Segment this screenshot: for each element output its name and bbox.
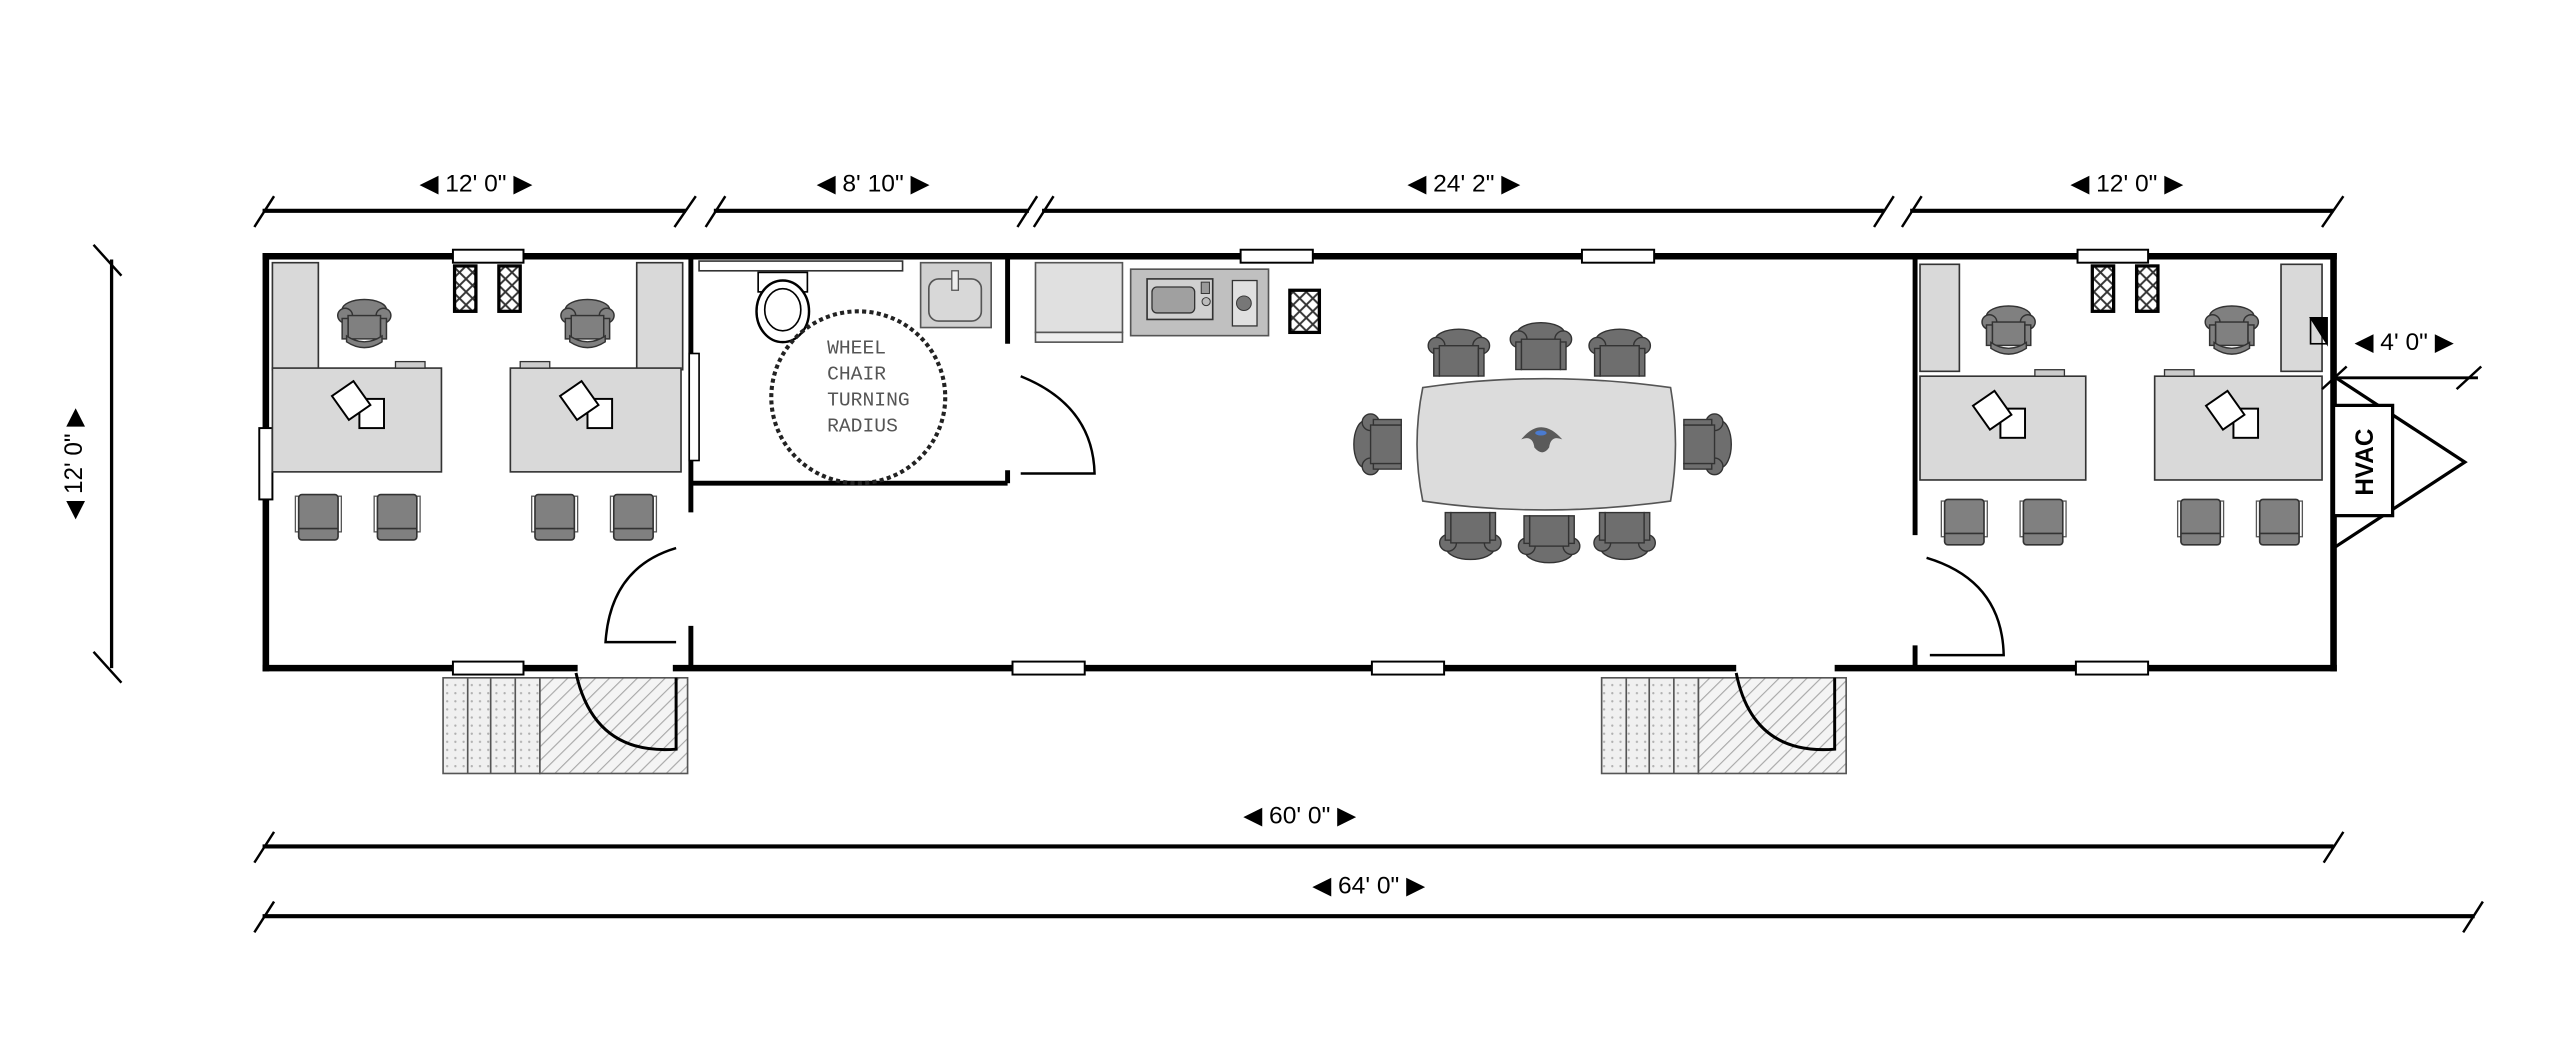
overall-dimension-64: ◀ 64' 0" ▶ — [253, 873, 2484, 934]
dimension-label: ◀ 12' 0" ▶ — [419, 170, 532, 197]
windows — [258, 248, 2150, 676]
left-entry-steps — [442, 672, 689, 775]
entry-door-swing — [1734, 672, 1837, 752]
conference-chair — [1588, 328, 1652, 377]
window — [1370, 660, 1446, 676]
conference-chair — [1517, 515, 1581, 564]
conference-chair — [1683, 413, 1732, 476]
toilet-icon — [755, 271, 811, 344]
doors — [604, 352, 2005, 657]
left-office — [271, 261, 684, 541]
guest-chair — [2019, 498, 2067, 546]
credenza — [635, 261, 684, 371]
file-cabinet-icon — [452, 264, 478, 313]
desk — [271, 367, 443, 473]
guest-chair — [2176, 498, 2225, 546]
dimension-label: ◀ 24' 2" ▶ — [1407, 170, 1520, 197]
coffee-maker-icon — [1231, 279, 1258, 327]
dimension-label: ◀ 12' 0" ▶ — [61, 408, 88, 520]
window — [258, 427, 274, 501]
conference-chair — [1509, 321, 1573, 371]
executive-chair — [2204, 305, 2260, 355]
right-entry-steps — [1600, 672, 1847, 775]
credenza — [271, 261, 320, 371]
refrigerator-icon — [1034, 261, 1124, 343]
grab-bar-wall — [688, 352, 700, 462]
speakerphone-icon — [1521, 427, 1563, 453]
conference-chair — [1427, 328, 1491, 377]
top-dimension-left-office: ◀ 12' 0" ▶ — [253, 170, 697, 228]
annotation-line: RADIUS — [827, 415, 898, 437]
dimension-label: ◀ 8' 10" ▶ — [817, 170, 930, 197]
side-dimension: ◀ 12' 0" ▶ — [61, 244, 123, 684]
hitch-and-hvac: HVAC ◀ 4' 0" ▶ — [2321, 329, 2483, 550]
credenza — [1919, 263, 1961, 373]
hvac-unit — [2331, 403, 2395, 518]
microwave-icon — [1146, 278, 1214, 321]
annotation-line: WHEEL — [827, 338, 886, 360]
window — [451, 248, 525, 264]
right-office — [1919, 263, 2328, 546]
overall-dimension-60: ◀ 60' 0" ▶ — [253, 803, 2345, 864]
window — [1580, 248, 1656, 264]
right-office-door — [1926, 556, 2005, 657]
guest-chair — [1940, 498, 1989, 546]
guest-chair — [530, 493, 579, 541]
wheelchair-turning-radius — [769, 309, 948, 486]
window — [2076, 248, 2150, 264]
file-cabinet-icon — [2134, 264, 2160, 313]
dimension-label: ◀ 60' 0" ▶ — [1243, 803, 1356, 830]
guest-chair — [2255, 498, 2304, 546]
dimension-label: ◀ 64' 0" ▶ — [1312, 873, 1425, 900]
top-dimension-right-office: ◀ 12' 0" ▶ — [1900, 170, 2345, 228]
window — [451, 660, 525, 676]
executive-chair — [336, 298, 392, 349]
entry-door-swing — [574, 672, 678, 752]
window — [1011, 660, 1086, 676]
conference-table-area — [1353, 321, 1732, 564]
restroom: WHEEL CHAIR TURNING RADIUS — [698, 260, 992, 486]
window — [2074, 660, 2150, 676]
annotation-line: CHAIR — [827, 364, 886, 386]
window — [1239, 248, 1314, 264]
left-office-door — [604, 546, 677, 644]
guest-chair — [609, 493, 658, 541]
top-dimension-restroom: ◀ 8' 10" ▶ — [704, 170, 1039, 228]
hvac-label: HVAC — [2352, 429, 2379, 496]
file-cabinet-icon — [2090, 264, 2116, 313]
top-dimension-conference: ◀ 24' 2" ▶ — [1032, 170, 1895, 228]
grab-bar — [698, 260, 904, 272]
sink-icon — [919, 261, 992, 329]
file-cabinet-icon — [497, 264, 522, 313]
dimension-label: ◀ 12' 0" ▶ — [2070, 170, 2183, 197]
dimension-label: ◀ 4' 0" ▶ — [2355, 329, 2454, 356]
conference-chair — [1593, 511, 1657, 561]
conference-chair — [1438, 511, 1502, 561]
annotation-line: TURNING — [827, 389, 910, 411]
executive-chair — [1981, 305, 2036, 355]
executive-chair — [560, 298, 615, 349]
conference-chair — [1353, 413, 1402, 476]
trash-bin-icon — [1288, 288, 1322, 335]
restroom-door — [1020, 375, 1096, 475]
guest-chair — [294, 493, 343, 541]
kitchenette — [1034, 261, 1322, 343]
guest-chair — [373, 493, 421, 541]
